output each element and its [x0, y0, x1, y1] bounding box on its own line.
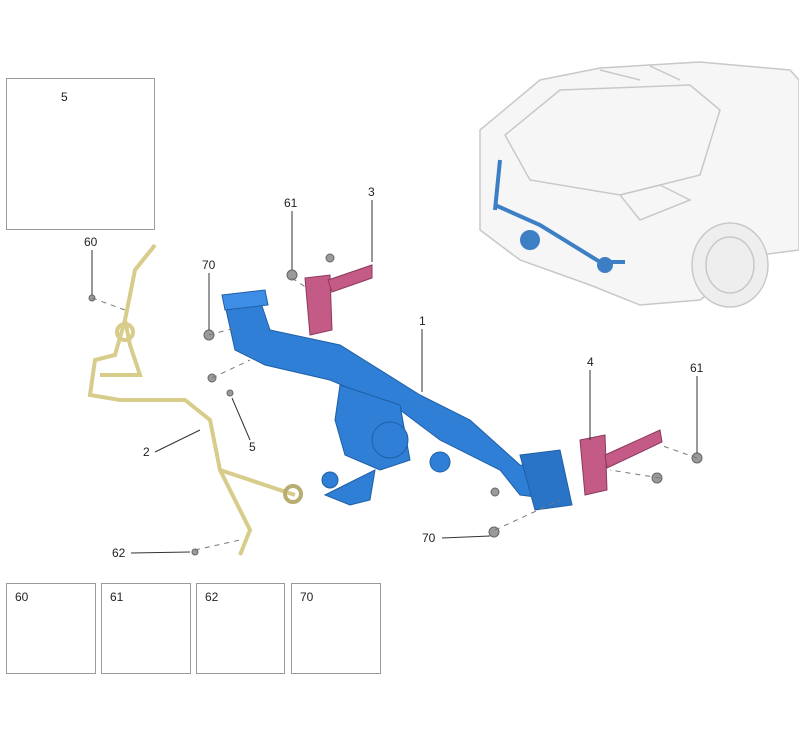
wiring-harness-2: [87, 243, 303, 556]
fastener-label: 70: [300, 590, 314, 604]
callout-70-bottom: 70: [422, 531, 436, 545]
fastener-box-70: 70: [291, 583, 381, 674]
fastener-box-62: 62: [196, 583, 285, 674]
clip-detail-inset: [6, 78, 155, 230]
callout-lines: [65, 105, 698, 554]
callout-3: 3: [368, 185, 375, 199]
fastener-box-61: 61: [101, 583, 191, 674]
fastener-label: 61: [110, 590, 124, 604]
bracket-4: [579, 429, 663, 496]
fastener-label: 60: [15, 590, 29, 604]
fastener-box-60: 60: [6, 583, 96, 674]
tow-bar-1: [221, 289, 573, 511]
vehicle-towbar-preview: [493, 159, 625, 273]
callout-60: 60: [84, 235, 98, 249]
callout-1: 1: [419, 314, 426, 328]
callout-62: 62: [112, 546, 126, 560]
fasteners-scattered: [88, 253, 703, 556]
callout-4: 4: [587, 355, 594, 369]
callout-5: 5: [249, 440, 256, 454]
callout-5-inset: 5: [61, 90, 68, 104]
callout-61-right: 61: [690, 361, 704, 375]
vehicle-rear-outline: [479, 61, 799, 308]
callout-61-left: 61: [284, 196, 298, 210]
fastener-label: 62: [205, 590, 219, 604]
bracket-3: [304, 264, 373, 336]
dashed-assembly-lines: [91, 277, 698, 551]
callout-70-top: 70: [202, 258, 216, 272]
callout-2: 2: [143, 445, 150, 459]
